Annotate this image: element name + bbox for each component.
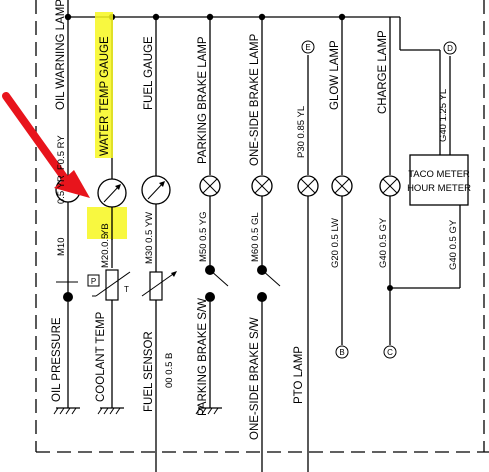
code-upper-oil: F0.5 RY (56, 135, 67, 170)
meter-box-line2: HOUR METER (407, 183, 471, 194)
label-coolant-temp: COOLANT TEMP (95, 311, 107, 402)
label-water-temp-gauge: WATER TEMP GAUGE (99, 36, 111, 156)
one-side-brake-lamp-symbol (251, 175, 273, 197)
label-oil-warning-lamp: OIL WARNING LAMP (55, 0, 67, 110)
code-g40c: G40 1.25 YL (438, 89, 449, 142)
code-p30: P30 0.85 YL (296, 106, 307, 158)
code-m30: M30 0.5 YW (144, 212, 155, 264)
code-m50: M50 0.5 YG (198, 211, 209, 262)
code-g40b: G40 0.5 GY (448, 219, 459, 270)
connector-d-label: D (447, 44, 453, 53)
coolant-temp-sensor-symbol (87, 269, 131, 301)
code-yb: YB (100, 223, 111, 236)
connector-b-label: B (339, 348, 344, 357)
code-m10: M10 (56, 238, 67, 256)
water-temp-gauge-symbol (97, 178, 127, 208)
water-temp-highlight (95, 12, 113, 158)
parking-switch-lever (209, 269, 229, 287)
connector-e (301, 40, 315, 54)
fuel-sensor-symbol (141, 271, 177, 301)
code-m20: M20.0.5 (100, 234, 111, 268)
label-one-side-brake-lamp: ONE-SIDE BRAKE LAMP (249, 33, 261, 166)
connector-b (335, 345, 349, 359)
connector-c (383, 345, 397, 359)
glow-lamp-symbol (331, 175, 353, 197)
meter-box (409, 154, 469, 206)
label-one-side-brake-sw: ONE-SIDE BRAKE S/W (249, 317, 261, 440)
label-fuel-sensor: FUEL SENSOR (143, 331, 155, 412)
code-g20: G20 0.5 LW (330, 218, 341, 268)
fuel-gauge-symbol (141, 175, 171, 205)
t-mark-label: T (124, 285, 129, 294)
label-pto-lamp: PTO LAMP (293, 346, 305, 404)
p-box-label: P (91, 277, 96, 286)
code-oil-yr: 0.5 YR (56, 175, 67, 204)
label-charge-lamp: CHARGE LAMP (377, 30, 389, 114)
code-m60: M60 0.5 GL (250, 212, 261, 262)
label-parking-brake-sw: PARKING BRAKE S/W (197, 298, 209, 416)
connector-d (443, 41, 457, 55)
connector-e-label: E (305, 43, 310, 52)
code-fuel-sensor-wire: 00 0.5 B (164, 353, 175, 388)
yb-highlight (87, 207, 127, 239)
pto-lamp-symbol (297, 175, 319, 197)
parking-brake-lamp-symbol (199, 175, 221, 197)
code-g40a: G40 0.5 GY (378, 217, 389, 268)
label-parking-brake-lamp: PARKING BRAKE LAMP (197, 36, 209, 164)
one-side-switch-lever (261, 269, 281, 287)
charge-lamp-symbol (379, 175, 401, 197)
charge-junction (387, 285, 393, 291)
label-oil-pressure: OIL PRESSURE (51, 317, 63, 402)
connector-c-label: C (387, 348, 393, 357)
red-arrow-annotation (2, 92, 90, 198)
label-glow-lamp: GLOW LAMP (329, 40, 341, 110)
ground-symbols (53, 302, 222, 415)
label-fuel-gauge: FUEL GAUGE (143, 36, 155, 110)
meter-box-line1: TACO METER (408, 169, 470, 180)
